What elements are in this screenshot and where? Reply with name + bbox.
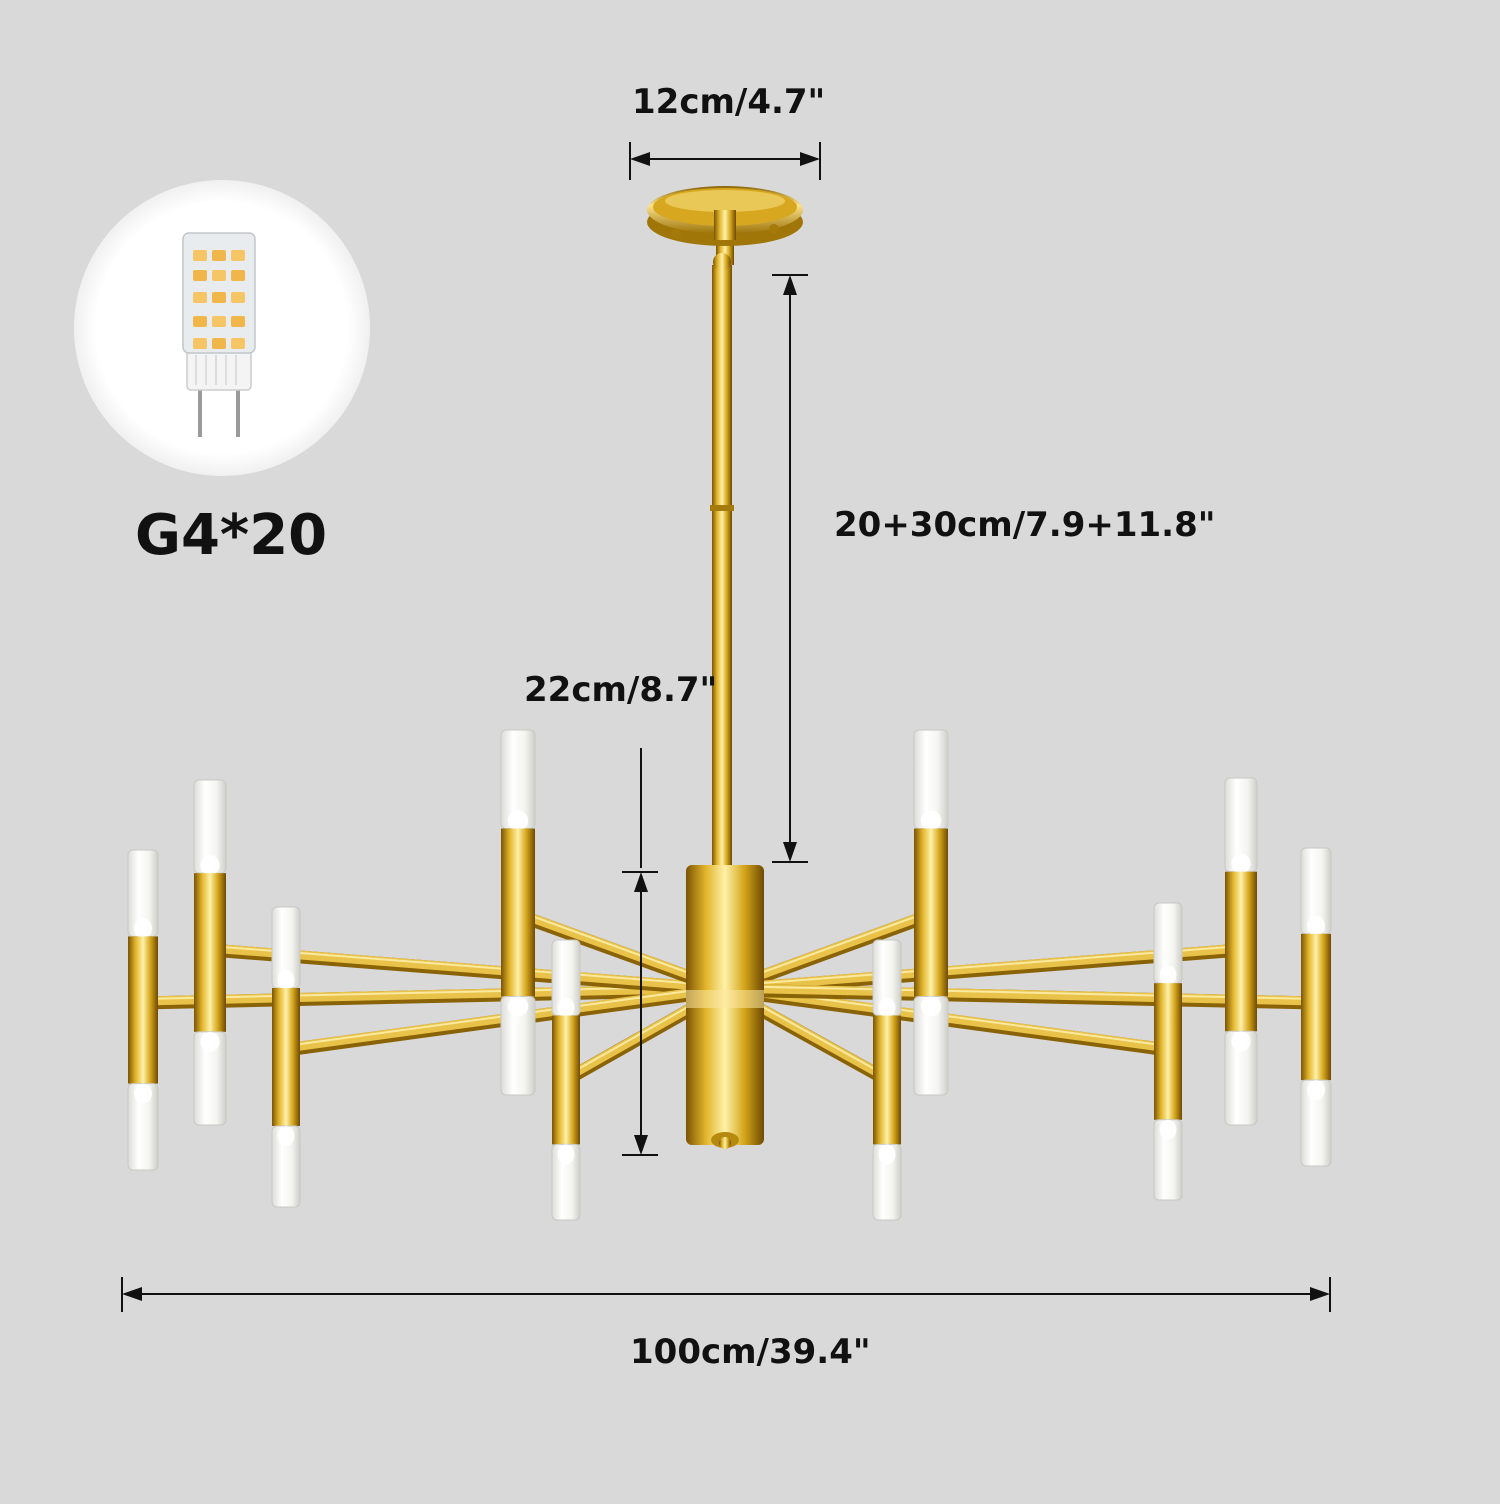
light-glow [920, 810, 942, 831]
led-chip [193, 316, 207, 327]
light-glow [878, 997, 896, 1018]
lamp-holder [271, 906, 301, 1208]
g4-led-bulb-icon [182, 232, 256, 437]
led-chip [212, 338, 226, 349]
arm-height-dimension [622, 748, 658, 1156]
lamp-holder [127, 849, 159, 1171]
light-glow [134, 918, 152, 939]
light-glow [878, 1144, 896, 1165]
chandelier-arm [138, 983, 730, 1006]
center-hub [686, 865, 764, 1149]
gold-sleeve [914, 828, 948, 997]
lamp-holder [913, 729, 949, 1096]
light-glow [200, 1031, 220, 1052]
gold-sleeve [1225, 871, 1257, 1032]
led-chip [212, 316, 226, 327]
light-glow [1159, 965, 1177, 986]
arm-height-label: 22cm/8.7" [524, 670, 718, 710]
lamp-holder [551, 939, 581, 1221]
canopy-width-dimension [629, 142, 821, 180]
light-glow [1159, 1119, 1177, 1140]
led-chip [212, 250, 226, 261]
light-glow [277, 1126, 295, 1146]
dimension-lines [121, 142, 1331, 1312]
led-chip [231, 292, 245, 303]
lamp-holder [193, 779, 227, 1126]
light-glow [507, 810, 529, 831]
led-chip [193, 292, 207, 303]
gold-sleeve [873, 1015, 901, 1145]
gold-sleeve [1154, 983, 1182, 1120]
arm-highlight [724, 985, 1317, 1000]
chandelier-lamps [127, 729, 1332, 1221]
led-chip [212, 292, 226, 303]
led-chip [231, 316, 245, 327]
gold-sleeve [501, 828, 535, 997]
lamp-holder [1300, 847, 1332, 1167]
light-glow [200, 855, 220, 876]
led-chip [231, 338, 245, 349]
gold-sleeve [552, 1015, 580, 1145]
led-chip [193, 338, 207, 349]
lamp-holder [1224, 777, 1258, 1126]
gold-sleeve [272, 988, 300, 1126]
gold-sleeve [128, 936, 158, 1084]
led-chip [231, 270, 245, 281]
light-glow [1231, 1031, 1251, 1052]
led-chip [212, 270, 226, 281]
lamp-holder [872, 939, 902, 1221]
bulb-type-label: G4*20 [135, 503, 328, 568]
light-glow [1231, 853, 1251, 874]
light-glow [1307, 1080, 1325, 1101]
light-glow [507, 996, 529, 1017]
gold-sleeve [1301, 933, 1331, 1081]
rod-length-dimension [772, 274, 808, 863]
led-chip [231, 250, 245, 261]
light-glow [557, 997, 575, 1018]
overall-width-label: 100cm/39.4" [630, 1332, 871, 1372]
rod-length-label: 20+30cm/7.9+11.8" [834, 505, 1216, 545]
chandelier-arm [720, 983, 1321, 1006]
light-glow [557, 1144, 575, 1165]
light-glow [277, 970, 295, 990]
suspension-rod [710, 253, 734, 870]
ceiling-canopy [647, 186, 803, 265]
light-glow [920, 996, 942, 1017]
overall-width-dimension [121, 1277, 1331, 1312]
gold-sleeve [194, 873, 226, 1032]
bulb-inset [74, 180, 370, 476]
lamp-holder [1153, 902, 1183, 1201]
canopy-width-label: 12cm/4.7" [632, 82, 826, 122]
led-chip [193, 270, 207, 281]
light-glow [1307, 915, 1325, 936]
led-chip [193, 250, 207, 261]
lamp-holder [500, 729, 536, 1096]
light-glow [134, 1083, 152, 1104]
